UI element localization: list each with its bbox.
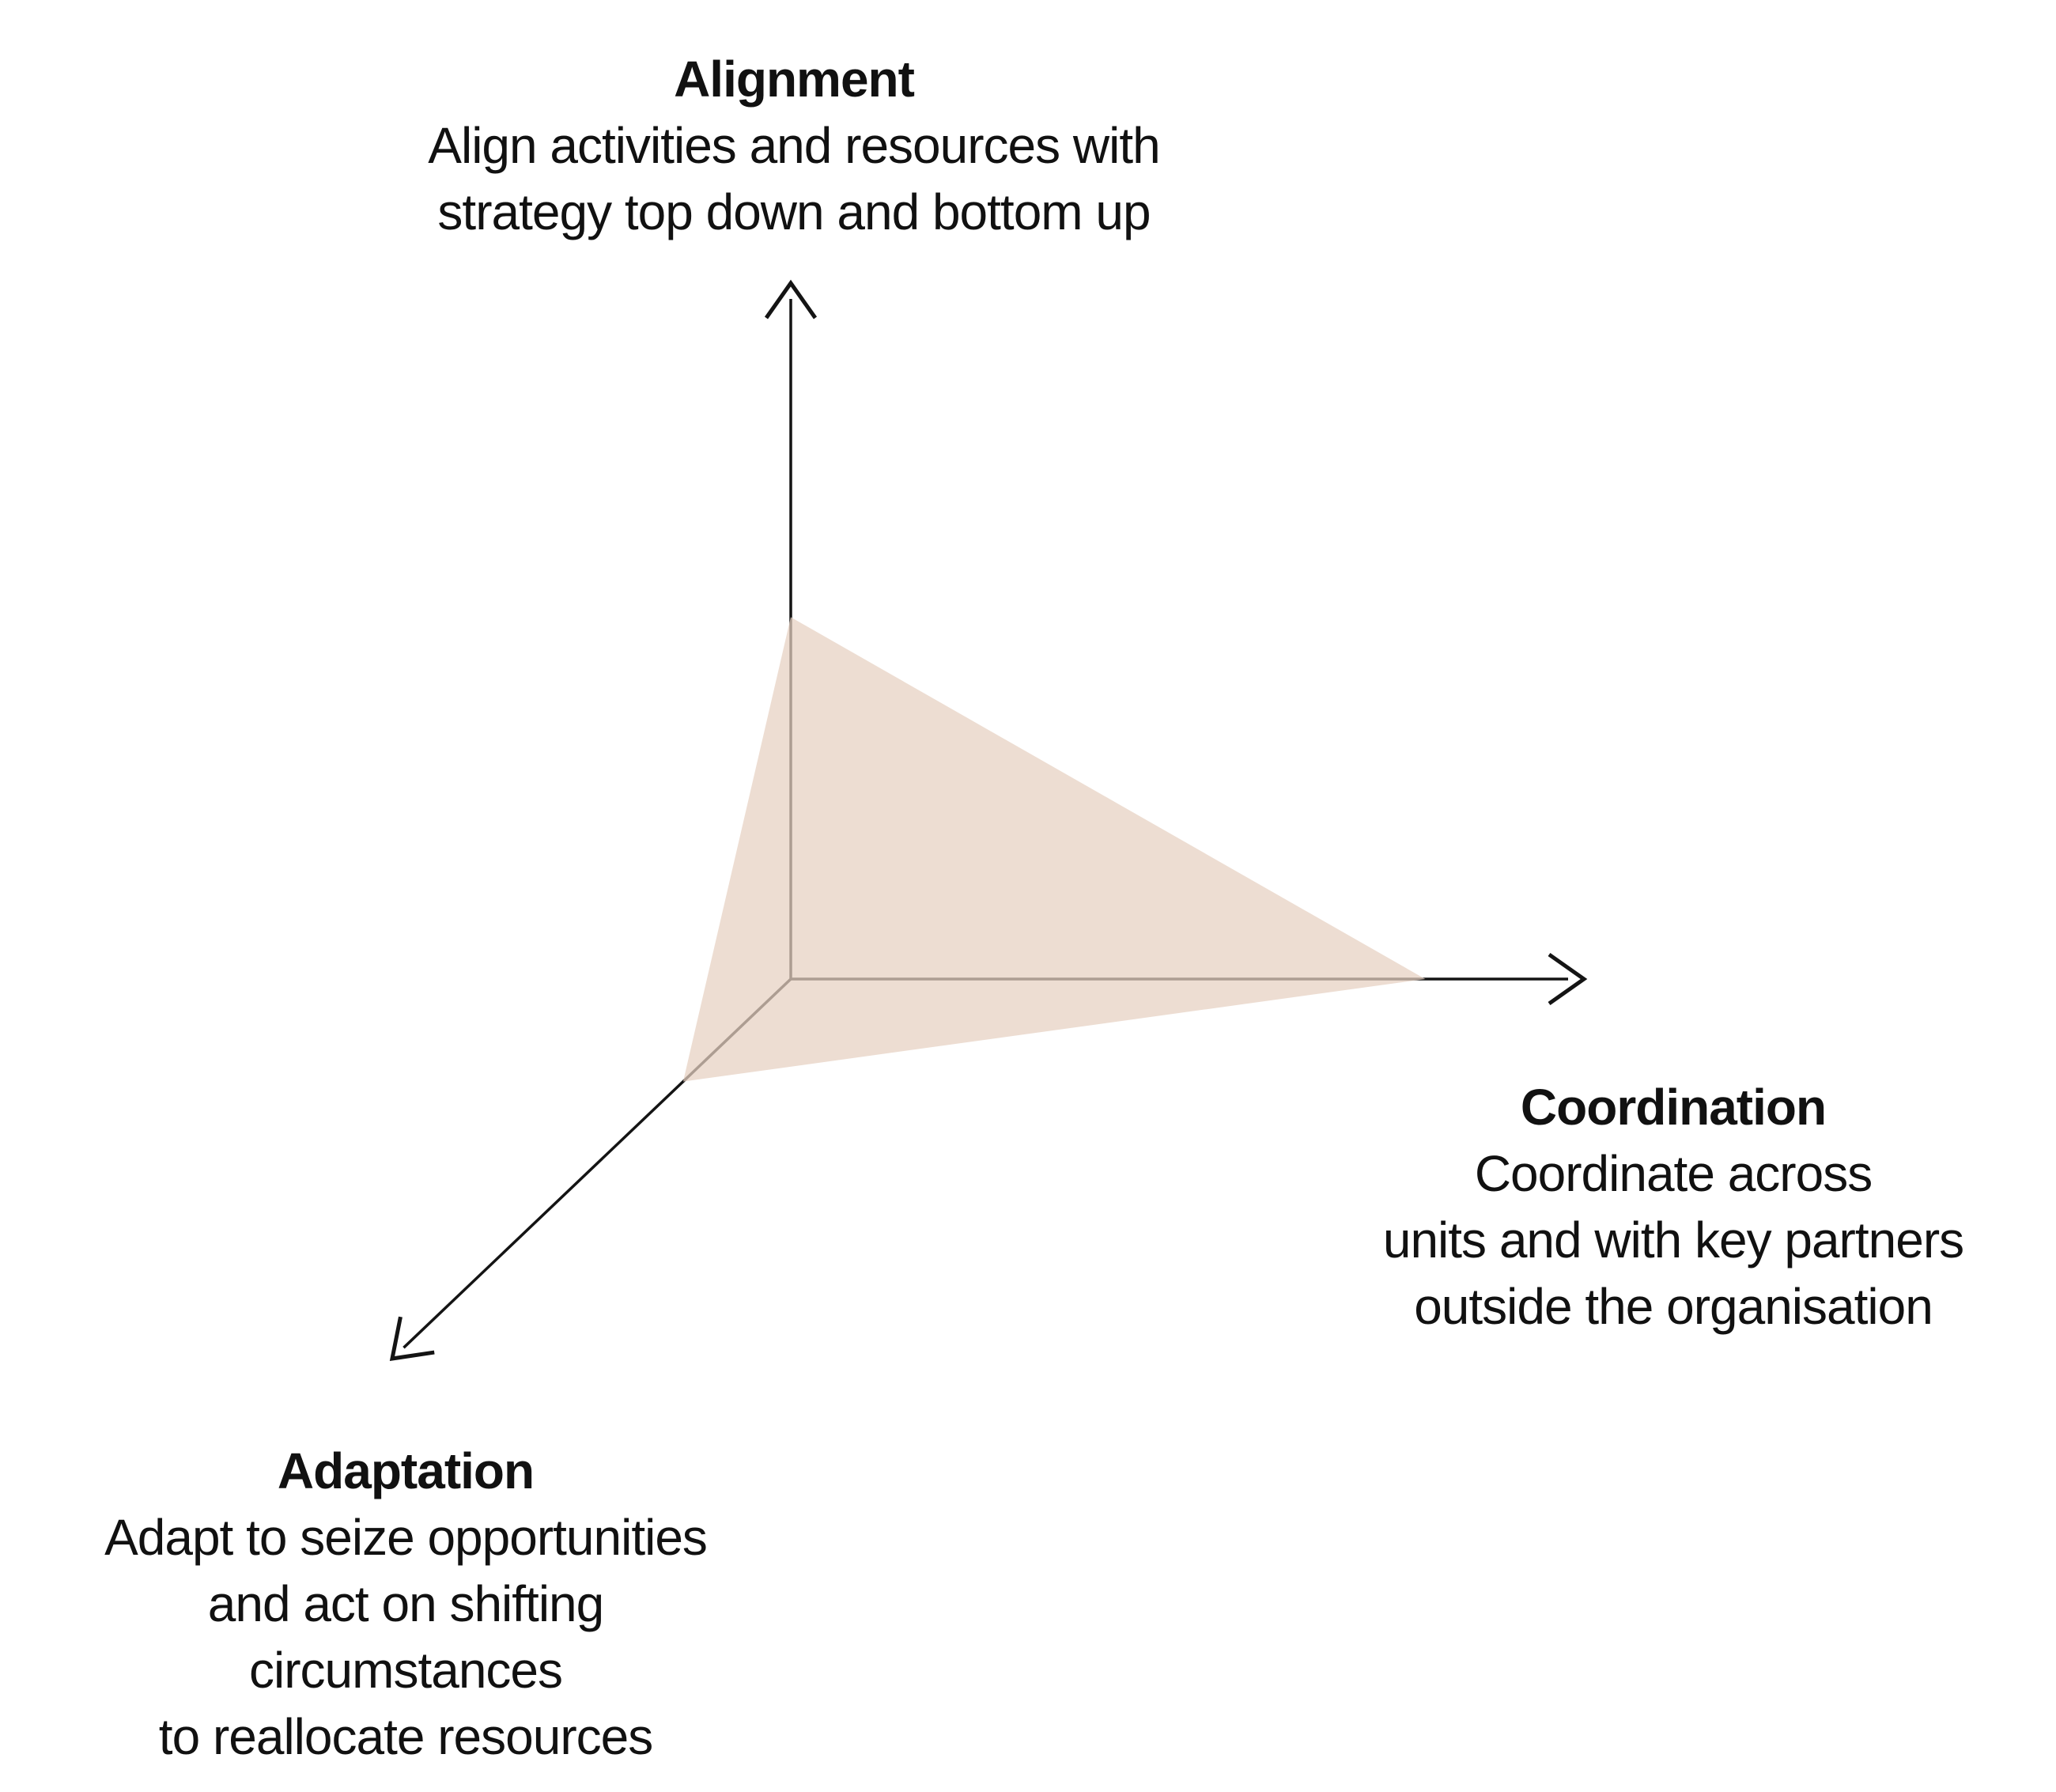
axis-title-adaptation: Adaptation	[277, 1442, 535, 1499]
data-polygon	[682, 617, 1426, 1082]
axis-description-line: Adapt to seize opportunities	[104, 1509, 708, 1566]
axis-title-coordination: Coordination	[1520, 1079, 1827, 1136]
axis-description-line: to reallocate resources	[158, 1708, 653, 1765]
axis-label-adaptation: Adaptation Adapt to seize opportunities …	[0, 1438, 811, 1770]
axis-description-line: units and with key partners	[1382, 1212, 1964, 1268]
axis-description-line: and act on shifting	[207, 1575, 604, 1632]
axis-label-alignment: Alignment Align activities and resources…	[240, 46, 1347, 245]
axis-label-coordination: Coordination Coordinate across units and…	[1238, 1074, 2056, 1340]
axis-description-line: Align activities and resources with	[428, 117, 1160, 174]
axis-description-line: Coordinate across	[1474, 1145, 1873, 1202]
axis-description-line: strategy top down and bottom up	[437, 183, 1151, 240]
arrowhead-adaptation-icon	[389, 1316, 435, 1361]
axis-description-line: outside the organisation	[1414, 1278, 1933, 1335]
axis-description-line: circumstances	[249, 1642, 563, 1699]
arrowhead-alignment-icon	[764, 279, 818, 319]
arrowhead-coordination-icon	[1548, 952, 1588, 1006]
axis-title-alignment: Alignment	[674, 51, 915, 108]
